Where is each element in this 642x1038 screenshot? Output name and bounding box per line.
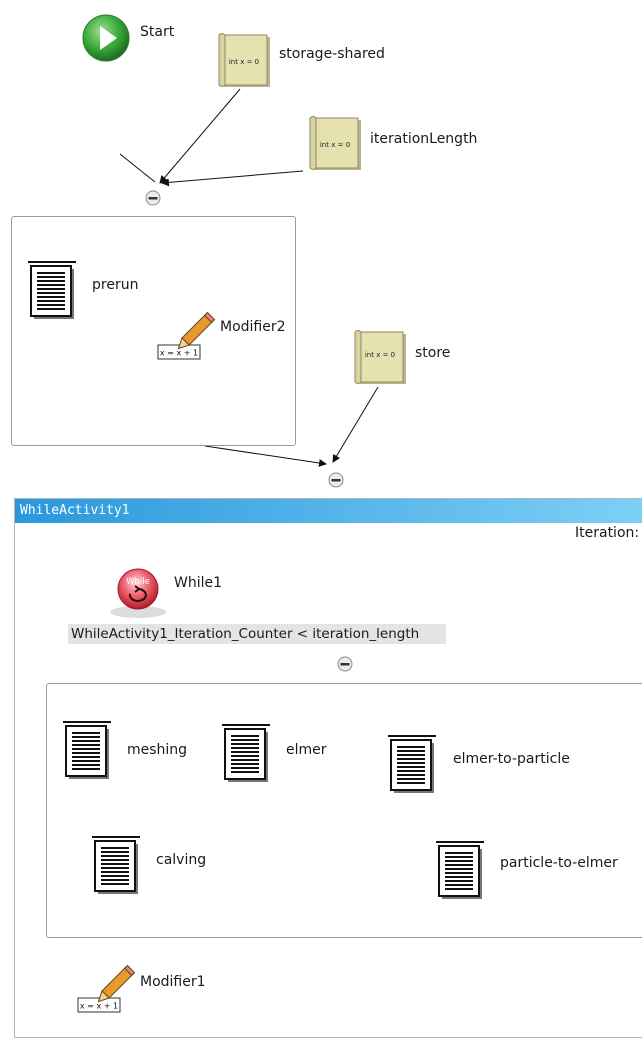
while1-node[interactable]: While: [108, 564, 168, 620]
document-icon: [63, 721, 111, 779]
document-icon: [28, 261, 76, 319]
while-loop-icon: While: [110, 568, 166, 618]
edge-store-to-merge2: [332, 386, 379, 463]
document-icon: [222, 724, 270, 782]
sequence-block-1[interactable]: [11, 216, 296, 446]
iteration-length-node[interactable]: int x = 0: [307, 116, 363, 172]
document-icon: [92, 836, 140, 894]
variable-scroll-icon: int x = 0: [218, 33, 270, 87]
scroll-text: int x = 0: [229, 58, 259, 66]
edge-start-to-merge: [119, 153, 156, 183]
merge-collapse-icon[interactable]: [145, 190, 161, 206]
modifier-pencil-icon: x = x + 1: [157, 311, 216, 360]
scroll-text: int x = 0: [365, 351, 395, 359]
play-icon: [82, 14, 130, 62]
meshing-label: meshing: [127, 742, 188, 758]
while-condition[interactable]: WhileActivity1_Iteration_Counter < itera…: [68, 624, 446, 644]
while-icon-text: While: [126, 577, 150, 587]
while1-label: While1: [174, 575, 223, 591]
merge-collapse-icon[interactable]: [328, 472, 344, 488]
merge-collapse-icon[interactable]: [337, 656, 353, 672]
document-icon: [436, 841, 484, 899]
inner-sequence-block[interactable]: [46, 683, 642, 938]
particle-to-elmer-node[interactable]: [434, 840, 486, 902]
modifier2-node[interactable]: x = x + 1: [156, 309, 216, 367]
modifier-text: x = x + 1: [160, 349, 198, 358]
storage-shared-node[interactable]: int x = 0: [216, 33, 272, 89]
modifier2-label: Modifier2: [220, 319, 286, 335]
edge-storage-to-merge: [159, 88, 241, 184]
particle-to-elmer-label: particle-to-elmer: [500, 855, 618, 871]
start-label: Start: [140, 24, 175, 40]
prerun-node[interactable]: [26, 260, 78, 322]
scroll-text: int x = 0: [320, 141, 350, 149]
iteration-length-label: iterationLength: [370, 131, 478, 147]
modifier-pencil-icon: x = x + 1: [77, 964, 136, 1013]
store-label: store: [415, 345, 451, 361]
variable-scroll-icon: int x = 0: [309, 116, 361, 170]
store-node[interactable]: int x = 0: [352, 330, 408, 386]
meshing-node[interactable]: [61, 720, 113, 782]
modifier1-label: Modifier1: [140, 974, 206, 990]
elmer-node[interactable]: [220, 723, 272, 785]
prerun-label: prerun: [92, 277, 139, 293]
elmer-to-particle-node[interactable]: [386, 734, 438, 796]
edge-block-to-merge2: [204, 445, 327, 467]
document-icon: [388, 735, 436, 793]
edge-iteration-to-merge: [161, 170, 304, 187]
storage-shared-label: storage-shared: [279, 46, 385, 62]
iteration-label: Iteration:: [575, 525, 640, 541]
elmer-label: elmer: [286, 742, 327, 758]
elmer-to-particle-label: elmer-to-particle: [453, 751, 570, 767]
variable-scroll-icon: int x = 0: [354, 330, 406, 384]
while-activity-title[interactable]: WhileActivity1: [15, 499, 642, 523]
calving-label: calving: [156, 852, 207, 868]
calving-node[interactable]: [90, 835, 142, 897]
modifier-text: x = x + 1: [80, 1002, 118, 1011]
start-node[interactable]: [82, 14, 130, 62]
modifier1-node[interactable]: x = x + 1: [76, 962, 136, 1020]
